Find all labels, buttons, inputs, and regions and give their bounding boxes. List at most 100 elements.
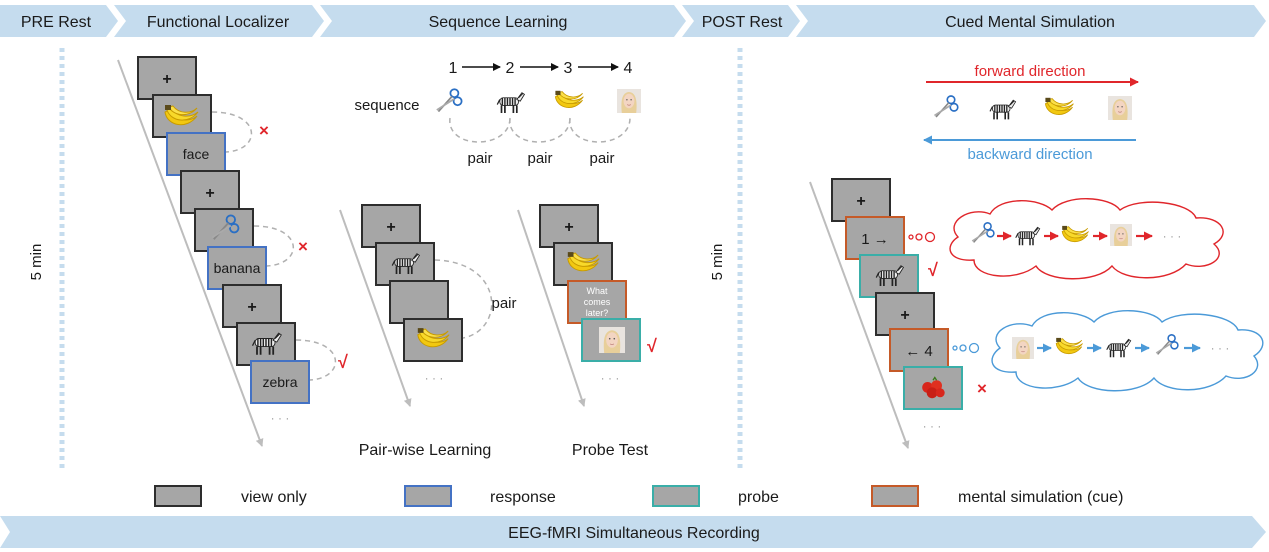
forward-cue-text: 1 → [861,231,889,248]
post-rest-duration: 5 min [709,244,726,281]
probe-question-line-3: later? [586,308,609,318]
match-link-2 [253,225,294,267]
backward-thought-cloud [991,310,1264,392]
pairwise-learning-panel: + pair · · · Pair-wise Learning [339,204,517,459]
time-axis [339,209,412,407]
simulation-ellipsis: · · · [923,419,942,433]
probe-ellipsis: · · · [601,371,620,385]
correct-mark-localizer: √ [338,352,348,372]
pair-label-1: pair [467,150,492,167]
frame-fixation [361,204,421,248]
time-axis [517,209,586,407]
forward-trailing-dots: · · · [1163,229,1182,243]
frame-fixation-2 [180,170,240,214]
localizer-ellipsis: · · · [271,411,290,425]
phase-bar: PRE Rest Functional Localizer Sequence L… [0,5,1266,37]
banana-icon [554,90,584,108]
pair-link [434,259,493,339]
legend-swatch-response [404,485,452,507]
fixation-cross: + [386,219,395,236]
zebra-icon [989,99,1017,121]
phase-label-pre-rest: PRE Rest [21,14,92,31]
pairwise-title: Pair-wise Learning [359,442,492,459]
pair-label-pairwise: pair [491,295,516,312]
face-icon [599,326,625,354]
probe-question-line-1: What [586,286,608,296]
fixation-cross: + [856,193,865,210]
frame-fixation [137,56,197,100]
fixation-cross-3: + [247,299,256,316]
match-link-3 [295,339,336,381]
phase-chevron-post-rest [682,5,800,37]
phase-chevron-sequence-learning [320,5,686,37]
frame-response-zebra [250,360,310,404]
legend-swatch-view-only [154,485,202,507]
fixation-cross-2: + [900,307,909,324]
scissors-icon [933,95,959,118]
legend-label-view-only: view only [241,489,307,506]
frame-legend: view only response probe mental simulati… [154,485,1123,507]
face-icon [1108,95,1132,121]
match-link-1 [211,111,252,153]
forward-thought-cloud [949,198,1224,280]
order-number-3: 3 [564,60,573,77]
frame-forward-cue [845,216,905,260]
recording-bar [0,516,1266,548]
banana-icon [1044,97,1074,115]
phase-label-functional-localizer: Functional Localizer [147,14,290,31]
frame-blank [389,280,449,324]
fixation-cross-2: + [205,185,214,202]
pair-label-3: pair [589,150,614,167]
correct-mark-simulation: √ [928,260,938,280]
phase-label-post-rest: POST Rest [702,14,783,31]
pair-arc-3 [569,117,631,143]
phase-label-cued-mental-simulation: Cued Mental Simulation [945,14,1115,31]
legend-swatch-mental-simulation [871,485,919,507]
pairwise-ellipsis: · · · [425,371,444,385]
mental-simulation-panel: + 1 → √ · · · + ← 4 × · · · [809,178,1264,449]
pre-rest-duration: 5 min [28,244,45,281]
backward-direction-label: backward direction [967,146,1092,163]
probe-test-panel: + What comes later? √ · · · Probe Test [517,204,657,459]
probe-test-title: Probe Test [572,442,649,459]
wrong-mark-2: × [298,237,308,256]
frame-fixation [831,178,891,222]
pair-arc-1 [449,117,511,143]
response-word-zebra: zebra [262,374,297,390]
phase-chevron-pre-rest [0,5,118,37]
wrong-mark-simulation: × [977,379,987,398]
fixation-cross: + [162,71,171,88]
legend-label-mental-simulation: mental simulation (cue) [958,489,1123,506]
sequence-overview: 1 2 3 4 sequence pair pair pair [354,60,641,167]
functional-localizer-panel: + face × + banana × + zebra √ · · · [117,56,348,447]
time-axis [117,59,264,447]
response-word-banana: banana [214,260,261,276]
thought-dot [959,344,967,352]
legend-swatch-probe [652,485,700,507]
frame-backward-cue [889,328,949,372]
fixation-cross: + [564,219,573,236]
legend-label-probe: probe [738,489,779,506]
correct-mark-probe: √ [647,336,657,356]
sequence-label: sequence [354,97,419,114]
phase-chevron-functional-localizer [114,5,324,37]
backward-trailing-dots: · · · [1211,341,1230,355]
pair-label-2: pair [527,150,552,167]
face-icon [617,88,641,114]
scissors-icon [435,88,463,113]
thought-dot [968,342,980,354]
recording-label: EEG-fMRI Simultaneous Recording [508,525,760,542]
thought-dot [924,231,936,243]
backward-cue-text: ← 4 [905,343,933,360]
order-number-2: 2 [506,60,515,77]
order-number-1: 1 [449,60,458,77]
frame-fixation [539,204,599,248]
frame-probe-question [567,280,627,324]
probe-question-line-2: comes [584,297,611,307]
phase-label-sequence-learning: Sequence Learning [429,14,568,31]
direction-legend: forward direction backward direction [923,63,1139,163]
response-word-face: face [183,146,210,162]
legend-label-response: response [490,489,556,506]
thought-dot [952,345,958,351]
